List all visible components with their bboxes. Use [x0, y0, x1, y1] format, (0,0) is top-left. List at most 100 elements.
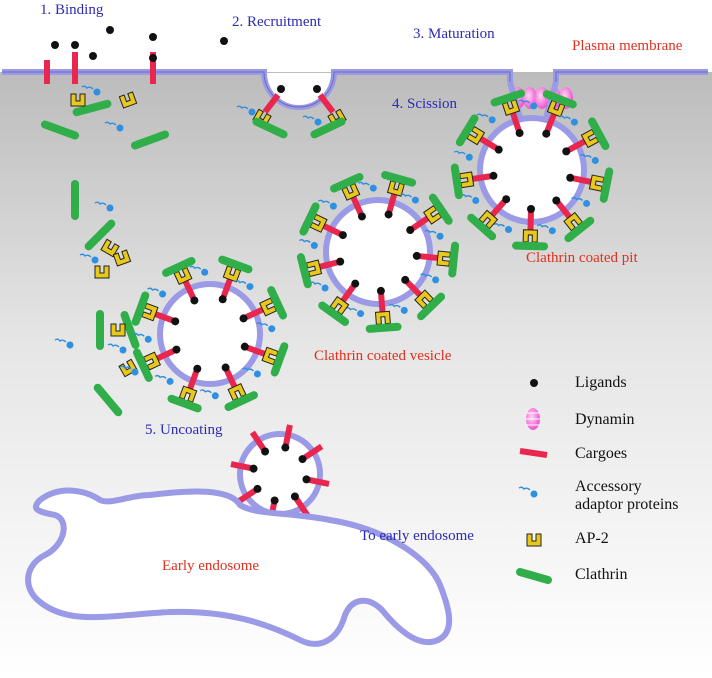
cargo	[186, 370, 200, 392]
accessory-adaptor	[310, 242, 318, 250]
cargo	[405, 279, 424, 299]
accessory-adaptor	[268, 325, 276, 333]
clathrin	[132, 348, 153, 382]
accessory-adaptor-tail	[571, 196, 584, 201]
clathrin	[467, 213, 497, 241]
clathrin	[381, 171, 417, 187]
clathrin-legend-icon	[516, 568, 552, 584]
cargo	[544, 111, 558, 133]
ligand	[336, 257, 345, 266]
clathrin	[224, 391, 258, 412]
cargo	[262, 93, 281, 114]
accessory-adaptor-tail	[79, 253, 92, 258]
clathrin	[130, 130, 170, 150]
accessory-adaptor-tail	[388, 303, 401, 308]
accessory-adaptor	[369, 184, 377, 192]
accessory-adaptor-tail	[94, 201, 107, 206]
accessory-adaptor	[91, 256, 99, 264]
accessory-adaptor-tail	[302, 115, 315, 120]
accessory-adaptor	[505, 226, 513, 234]
legend-ligands-label: Ligands	[575, 374, 627, 391]
clathrin	[365, 322, 402, 333]
ap2-adaptor	[261, 346, 279, 366]
ligand	[253, 484, 262, 493]
ap2-adaptor	[258, 297, 278, 317]
accessory-adaptor-tail	[107, 343, 120, 348]
plasma-membrane-label: Plasma membrane	[572, 38, 683, 54]
ligand	[384, 210, 393, 219]
ligand	[298, 455, 307, 464]
step-maturation-label: 3. Maturation	[413, 26, 495, 42]
coated-vesicle-label: Clathrin coated vesicle	[314, 348, 452, 364]
ap2-adaptor	[227, 382, 247, 402]
cargo	[181, 278, 196, 299]
ap2-adaptor	[222, 265, 242, 283]
accessory-adaptor-tail	[54, 338, 67, 343]
accessory-adaptor-tail	[298, 239, 311, 244]
ligand	[527, 204, 536, 213]
accessory-adaptor	[357, 310, 365, 318]
accessory-adaptor	[144, 335, 152, 343]
vesicle-membrane	[237, 431, 323, 517]
accessory-adaptor-tail	[476, 113, 489, 118]
ligand	[71, 41, 79, 49]
accessory-adaptor-tail	[493, 223, 506, 228]
early-endosome-label: Early endosome	[162, 558, 260, 574]
legend-ap2-label: AP-2	[575, 530, 609, 547]
ligand	[249, 464, 258, 473]
accessory-adaptor	[314, 118, 322, 126]
cargo	[339, 284, 356, 305]
clathrin	[564, 216, 595, 243]
to-early-endosome-label: To early endosome	[360, 528, 474, 544]
ligand	[171, 317, 180, 326]
coated-pit-label: Clathrin coated pit	[526, 250, 638, 266]
cargo	[152, 310, 174, 324]
clathrin	[167, 394, 202, 413]
step-binding-label: 1. Binding	[40, 2, 104, 18]
accessory-adaptor-tail	[154, 374, 167, 379]
ap2-adaptor	[459, 171, 475, 189]
clathrin	[120, 310, 140, 350]
clathrin	[252, 117, 288, 139]
accessory-adaptor-tail	[132, 332, 145, 337]
ap2-adaptor	[173, 266, 193, 286]
legend-dynamin-label: Dynamin	[575, 411, 635, 428]
accessory-adaptor	[591, 157, 599, 165]
step-scission-label: 4. Scission	[392, 96, 458, 112]
ligand	[240, 342, 249, 351]
accessory-adaptor-tail	[453, 150, 466, 155]
cargo	[378, 293, 386, 315]
accessory-adaptor-tail	[189, 265, 202, 270]
accessory-adaptor	[329, 202, 337, 210]
clathrin	[490, 89, 526, 107]
accessory-adaptor-tail	[199, 389, 212, 394]
ligand	[542, 129, 551, 138]
free-components	[40, 26, 228, 417]
ligand	[149, 33, 157, 41]
accessory-adaptor-tail	[242, 367, 254, 372]
cargo	[230, 461, 252, 471]
ligand	[193, 364, 202, 373]
cargo	[386, 191, 398, 213]
clathrin	[93, 383, 123, 417]
cargo	[154, 348, 175, 363]
ligand	[494, 145, 503, 154]
ap2-adaptor	[112, 249, 132, 267]
accessory-adaptor	[321, 284, 329, 292]
clathrin	[299, 202, 320, 236]
ap2-adaptor	[118, 91, 138, 109]
cargo	[470, 173, 491, 183]
accessory-adaptor-tail	[536, 224, 549, 229]
accessory-adaptor-tail	[559, 115, 571, 120]
cargo	[572, 175, 594, 186]
accessory-adaptor	[411, 196, 419, 204]
ligand	[89, 52, 97, 60]
accessory-adaptor	[248, 108, 256, 116]
cargo	[245, 305, 266, 320]
ap2-legend-icon	[526, 533, 542, 547]
legend-accessory-label-2: adaptor proteins	[575, 496, 679, 513]
ligand	[190, 296, 199, 305]
clathrin	[455, 114, 479, 147]
clathrin	[162, 256, 196, 277]
accessory-adaptor	[166, 377, 174, 385]
